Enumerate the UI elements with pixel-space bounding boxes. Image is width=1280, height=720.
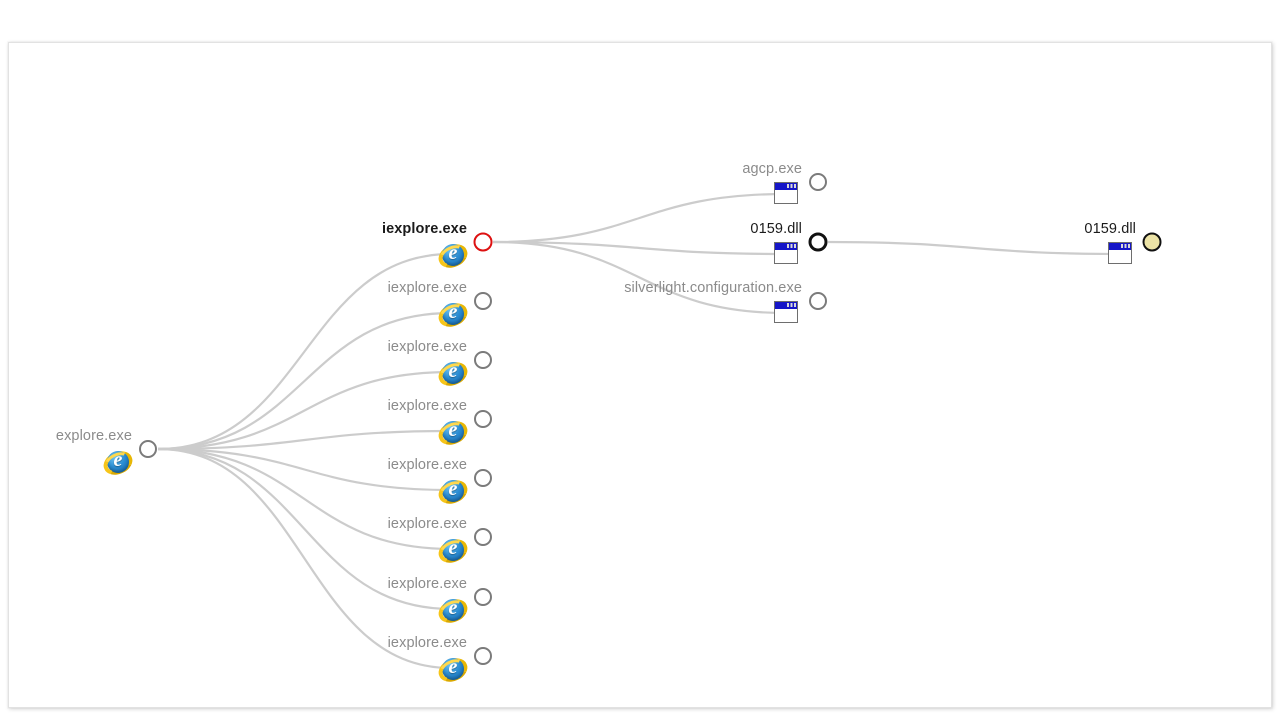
node-label: explore.exe bbox=[55, 427, 132, 444]
internet-explorer-icon bbox=[434, 534, 472, 568]
node-label: agcp.exe bbox=[742, 160, 802, 177]
edge-layer bbox=[157, 192, 1121, 670]
node-status-circle[interactable] bbox=[808, 232, 828, 252]
internet-explorer-icon bbox=[434, 416, 472, 450]
windows-executable-icon bbox=[772, 299, 804, 331]
node-label: 0159.dll bbox=[1084, 220, 1136, 237]
node-status-circle[interactable] bbox=[474, 292, 492, 310]
node-status-circle[interactable] bbox=[474, 528, 492, 546]
graph-edge bbox=[157, 429, 452, 451]
node-label: iexplore.exe bbox=[387, 279, 467, 296]
node-label: iexplore.exe bbox=[387, 338, 467, 355]
node-label: iexplore.exe bbox=[387, 575, 467, 592]
internet-explorer-icon bbox=[434, 239, 472, 273]
node-status-circle[interactable] bbox=[809, 292, 827, 310]
node-status-circle[interactable] bbox=[474, 410, 492, 428]
internet-explorer-icon bbox=[99, 446, 137, 480]
node-status-circle[interactable] bbox=[474, 351, 492, 369]
internet-explorer-icon bbox=[434, 298, 472, 332]
windows-executable-icon bbox=[772, 180, 804, 212]
graph-edge bbox=[492, 240, 787, 315]
node-status-circle[interactable] bbox=[139, 440, 157, 458]
node-label: iexplore.exe bbox=[381, 220, 467, 237]
graph-edge bbox=[157, 447, 452, 670]
node-status-circle[interactable] bbox=[474, 469, 492, 487]
node-label: iexplore.exe bbox=[387, 634, 467, 651]
internet-explorer-icon bbox=[434, 653, 472, 687]
internet-explorer-icon bbox=[434, 357, 472, 391]
node-status-circle[interactable] bbox=[473, 232, 493, 252]
node-status-circle[interactable] bbox=[1142, 232, 1162, 252]
node-label: 0159.dll bbox=[750, 220, 802, 237]
graph-edge bbox=[492, 192, 787, 244]
graph-edge bbox=[157, 447, 452, 551]
node-label: silverlight.configuration.exe bbox=[624, 279, 802, 296]
internet-explorer-icon bbox=[434, 475, 472, 509]
graph-canvas[interactable]: explore.exe iexplore.exe iexplore.exe iexpl… bbox=[9, 43, 1271, 707]
graph-edge bbox=[157, 447, 452, 492]
windows-executable-icon bbox=[772, 240, 804, 272]
node-label: iexplore.exe bbox=[387, 397, 467, 414]
node-status-circle[interactable] bbox=[474, 588, 492, 606]
node-label: iexplore.exe bbox=[387, 456, 467, 473]
graph-edge bbox=[157, 447, 452, 611]
graph-panel: explore.exe iexplore.exe iexplore.exe iexpl… bbox=[8, 42, 1272, 708]
graph-edge bbox=[157, 311, 452, 451]
node-label: iexplore.exe bbox=[387, 515, 467, 532]
node-status-circle[interactable] bbox=[809, 173, 827, 191]
graph-edge bbox=[827, 240, 1121, 256]
node-status-circle[interactable] bbox=[474, 647, 492, 665]
internet-explorer-icon bbox=[434, 594, 472, 628]
graph-edge bbox=[157, 252, 452, 451]
graph-edge bbox=[492, 240, 787, 256]
windows-executable-icon bbox=[1106, 240, 1138, 272]
graph-edge bbox=[157, 370, 452, 451]
